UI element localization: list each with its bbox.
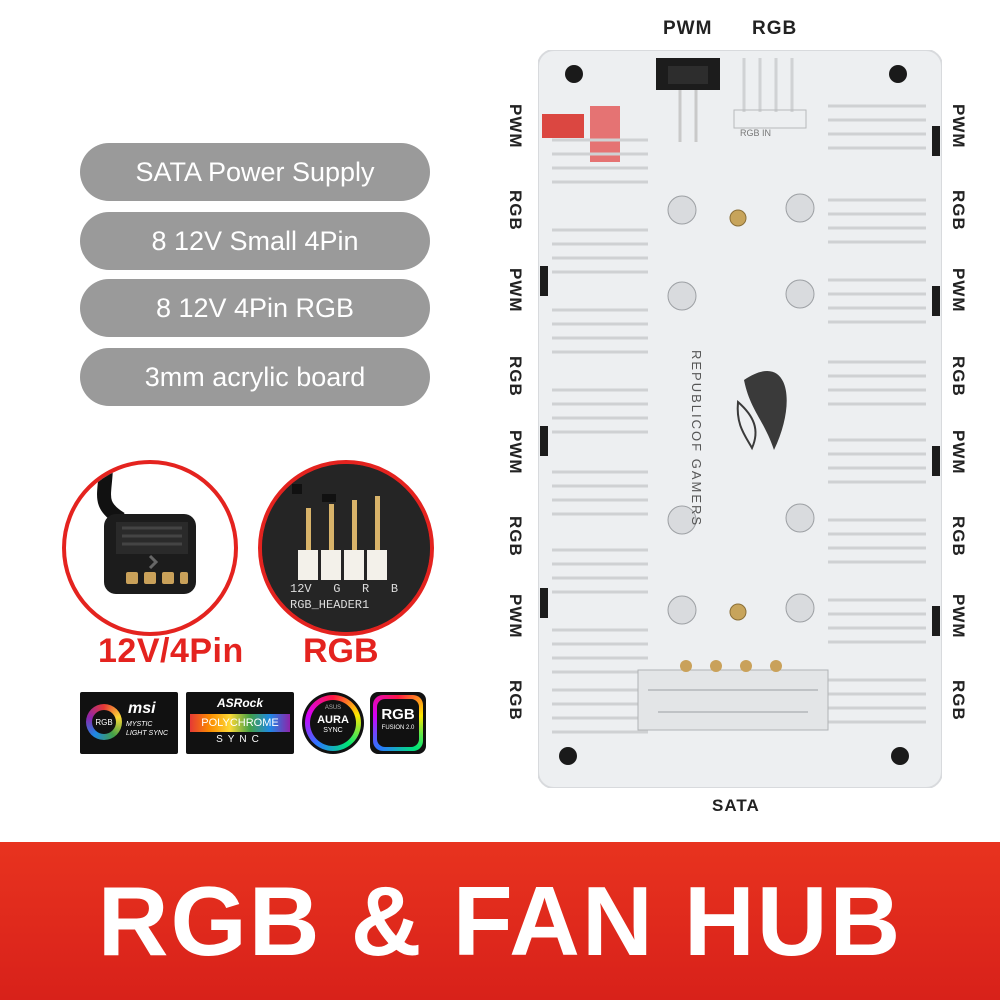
- top-label-rgb: RGB: [752, 18, 798, 39]
- asrock-sub1: POLYCHROME: [201, 717, 279, 729]
- caption-voltage-pin: 12V/4Pin: [98, 632, 244, 670]
- left-label-pwm-3: PWM: [506, 430, 525, 475]
- hub-board: [538, 50, 942, 788]
- board-brand-line2: GAMERS: [689, 458, 704, 528]
- fusion-sub: FUSION 2.0: [381, 725, 415, 731]
- mounting-hole: [889, 65, 907, 83]
- fan-cable-connector: [542, 114, 584, 138]
- rgb-connector-photo: [62, 460, 238, 636]
- right-label-rgb-2: RGB: [949, 356, 968, 397]
- feature-pill-4pin-rgb: 8 12V 4Pin RGB: [80, 279, 430, 337]
- pin-label-r: R: [362, 582, 370, 596]
- pin-label-b: B: [390, 582, 399, 596]
- asrock-text: ASRock: [216, 696, 263, 710]
- header-silkscreen: RGB_HEADER1: [290, 598, 370, 612]
- left-label-pwm-1: PWM: [506, 104, 525, 149]
- rgb-header-photo: 12V G R B RGB_HEADER1: [258, 460, 434, 636]
- aura-text: AURA: [317, 714, 349, 726]
- feature-pill-small-4pin: 8 12V Small 4Pin: [80, 212, 430, 270]
- asrock-logo: ASRock POLYCHROME SYNC: [186, 692, 294, 754]
- rgb-header-icon: [262, 464, 430, 632]
- rgb-fusion-logo: RGB FUSION 2.0: [370, 692, 426, 754]
- mounting-hole: [559, 747, 577, 765]
- top-label-pwm: PWM: [663, 18, 713, 39]
- right-label-pwm-4: PWM: [949, 594, 968, 639]
- right-label-rgb-1: RGB: [949, 190, 968, 231]
- board-brand-line1: REPUBLICOF: [689, 350, 704, 454]
- right-label-rgb-4: RGB: [949, 680, 968, 721]
- bottom-label-sata: SATA: [712, 796, 760, 815]
- msi-sub: MYSTIC LIGHT SYNC: [126, 721, 169, 737]
- aura-sub: SYNC: [323, 727, 343, 734]
- left-label-rgb-2: RGB: [506, 356, 525, 397]
- rgb-in-label: RGB IN: [740, 128, 772, 138]
- right-label-rgb-3: RGB: [949, 516, 968, 557]
- left-label-rgb-4: RGB: [506, 680, 525, 721]
- fusion-text: RGB: [381, 706, 415, 723]
- pin-label-12v: 12V: [290, 582, 312, 596]
- right-label-pwm-1: PWM: [949, 104, 968, 149]
- mounting-hole: [565, 65, 583, 83]
- msi-text: msi: [128, 700, 156, 717]
- right-label-pwm-3: PWM: [949, 430, 968, 475]
- right-label-pwm-2: PWM: [949, 268, 968, 313]
- capacitor: [667, 193, 815, 625]
- left-label-pwm-4: PWM: [506, 594, 525, 639]
- left-label-rgb-1: RGB: [506, 190, 525, 231]
- board-brand: REPUBLICOF GAMERS: [688, 350, 704, 527]
- caption-rgb: RGB: [303, 632, 379, 670]
- title-banner: [0, 842, 1000, 1000]
- mounting-hole: [891, 747, 909, 765]
- left-label-rgb-3: RGB: [506, 516, 525, 557]
- asus-top: ASUS: [324, 705, 342, 711]
- pin-label-g: G: [333, 582, 341, 596]
- left-label-pwm-2: PWM: [506, 268, 525, 313]
- asus-aura-logo: ASUS AURA SYNC: [302, 692, 364, 754]
- rog-emblem-icon: [736, 370, 787, 451]
- msi-logo: RGB msi MYSTIC LIGHT SYNC: [80, 692, 178, 754]
- banner-title: RGB & FAN HUB: [97, 865, 903, 976]
- feature-pill-acrylic: 3mm acrylic board: [80, 348, 430, 406]
- sata-connector: [637, 669, 829, 731]
- rgb-connector-icon: [97, 464, 196, 594]
- asrock-sub2: SYNC: [216, 734, 264, 745]
- feature-pill-sata: SATA Power Supply: [80, 143, 430, 201]
